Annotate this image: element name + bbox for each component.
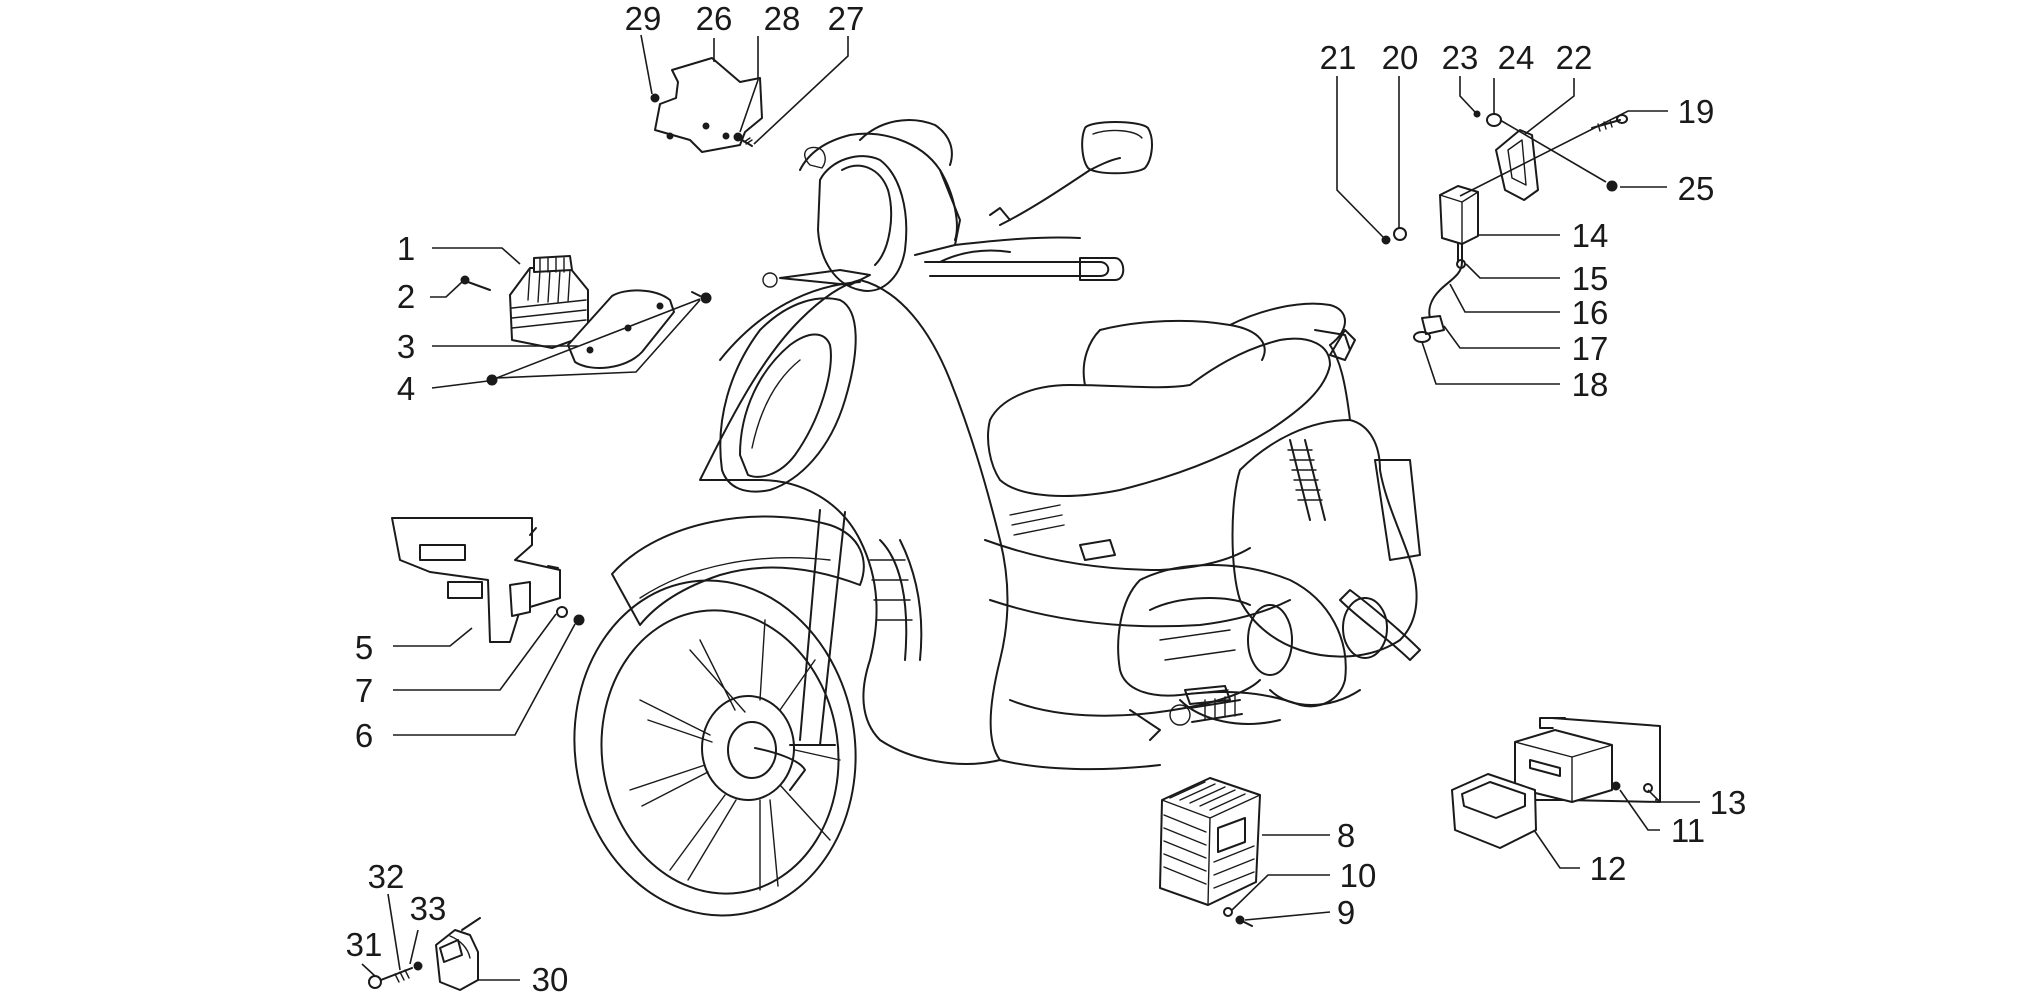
callout-21: 21 bbox=[1320, 39, 1357, 76]
callout-26: 26 bbox=[696, 0, 733, 37]
engine-cover bbox=[1117, 564, 1347, 708]
mirror bbox=[1081, 121, 1153, 175]
callout-30: 30 bbox=[532, 961, 569, 996]
callout-2: 2 bbox=[397, 278, 415, 315]
callout-15: 15 bbox=[1572, 260, 1609, 297]
handlebar bbox=[954, 236, 1081, 246]
callout-27: 27 bbox=[828, 0, 865, 37]
callout-3: 3 bbox=[397, 328, 415, 365]
callout-5: 5 bbox=[355, 629, 373, 666]
callout-17: 17 bbox=[1572, 330, 1609, 367]
callout-23: 23 bbox=[1442, 39, 1479, 76]
callout-19: 19 bbox=[1678, 93, 1715, 130]
callout-14: 14 bbox=[1572, 217, 1609, 254]
callout-33: 33 bbox=[410, 890, 447, 927]
callout-28: 28 bbox=[764, 0, 801, 37]
front-wheel bbox=[573, 579, 857, 917]
screw-part-4 bbox=[486, 291, 712, 386]
floor-panel bbox=[1009, 679, 1261, 717]
rubber-boot-part-12 bbox=[1451, 773, 1537, 849]
bolt-part-19 bbox=[1591, 114, 1628, 132]
control-unit-part-8 bbox=[1159, 777, 1261, 906]
sensor-part-14 bbox=[1439, 185, 1479, 245]
tail-light bbox=[1329, 329, 1356, 361]
relay-part-30 bbox=[435, 917, 481, 991]
seat bbox=[987, 337, 1331, 497]
callout-12: 12 bbox=[1590, 850, 1627, 887]
callout-13: 13 bbox=[1710, 784, 1747, 821]
hardware-part-20-21 bbox=[1381, 227, 1407, 245]
rear-wheel bbox=[1269, 689, 1361, 706]
callout-10: 10 bbox=[1340, 857, 1377, 894]
front-fork bbox=[789, 509, 846, 746]
headlight bbox=[817, 155, 908, 292]
callout-18: 18 bbox=[1572, 366, 1609, 403]
front-panel bbox=[719, 297, 857, 493]
leg-shield bbox=[699, 279, 1009, 765]
callout-20: 20 bbox=[1382, 39, 1419, 76]
callout-1: 1 bbox=[397, 230, 415, 267]
screw-part-31-32-33 bbox=[368, 961, 423, 989]
hardware-part-23-24 bbox=[1473, 110, 1502, 127]
screw-part-29 bbox=[650, 93, 660, 103]
bracket-part-22 bbox=[1495, 129, 1539, 201]
connector-part-17-18 bbox=[1413, 315, 1445, 343]
exhaust bbox=[1339, 589, 1421, 661]
callout-22: 22 bbox=[1556, 39, 1593, 76]
callout-numbers: 1 2 3 4 5 6 7 8 9 10 11 12 13 14 15 16 1… bbox=[346, 0, 1747, 996]
scooter-illustration bbox=[573, 119, 1421, 917]
callout-7: 7 bbox=[355, 672, 373, 709]
cable-part-15-16 bbox=[1428, 243, 1466, 319]
nut-part-25 bbox=[1606, 180, 1618, 192]
callout-31: 31 bbox=[346, 926, 383, 963]
callout-6: 6 bbox=[355, 717, 373, 754]
callout-9: 9 bbox=[1337, 894, 1355, 931]
callout-29: 29 bbox=[625, 0, 662, 37]
screw-part-28-27 bbox=[733, 132, 753, 147]
callout-25: 25 bbox=[1678, 170, 1715, 207]
callout-16: 16 bbox=[1572, 294, 1609, 331]
washer-part-7-6 bbox=[556, 606, 585, 626]
leader-lines bbox=[361, 34, 1700, 981]
screw-part-9-10 bbox=[1223, 907, 1253, 927]
callout-32: 32 bbox=[368, 858, 405, 895]
bracket-part-26 bbox=[654, 57, 763, 153]
front-fender bbox=[611, 515, 865, 626]
callout-4: 4 bbox=[397, 370, 415, 407]
screw-part-2 bbox=[460, 275, 491, 291]
callout-11: 11 bbox=[1671, 812, 1705, 849]
bracket-part-5 bbox=[391, 517, 561, 643]
regulator-part-1 bbox=[509, 255, 589, 349]
callout-24: 24 bbox=[1498, 39, 1535, 76]
callout-8: 8 bbox=[1337, 817, 1355, 854]
